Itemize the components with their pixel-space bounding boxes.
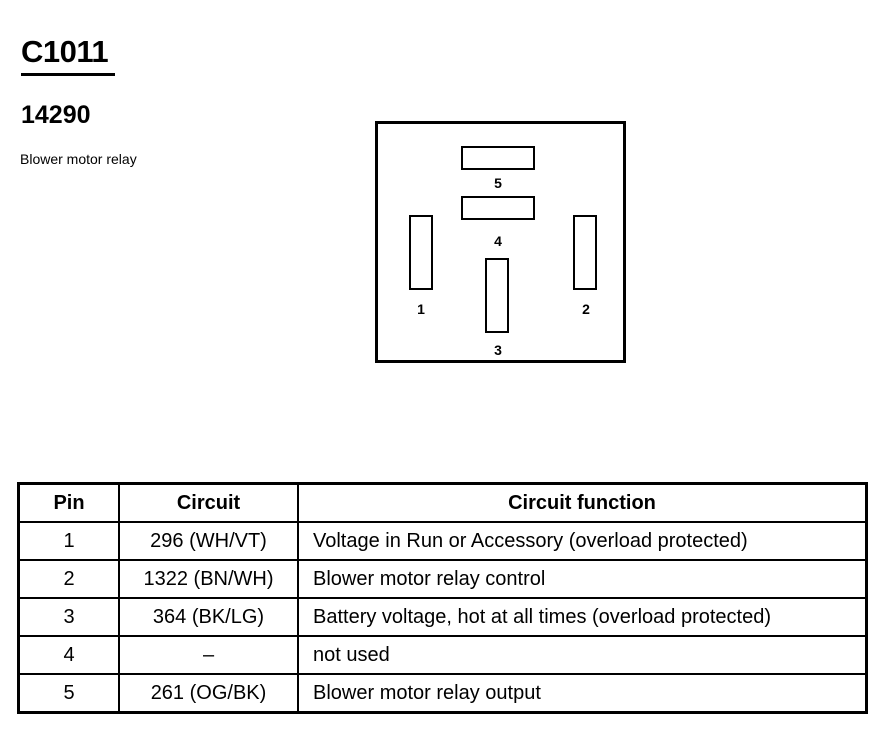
header-pin: Pin	[17, 482, 120, 523]
pin-3-terminal	[485, 258, 509, 333]
circuit-cell: –	[118, 635, 299, 675]
pin-cell: 2	[17, 559, 120, 599]
table-row: 4 – not used	[17, 635, 868, 675]
function-cell: Blower motor relay control	[297, 559, 868, 599]
pin-2-label: 2	[582, 301, 590, 317]
part-number: 14290	[21, 101, 91, 129]
pin-cell: 4	[17, 635, 120, 675]
pin-1-terminal	[409, 215, 433, 290]
table-row: 3 364 (BK/LG) Battery voltage, hot at al…	[17, 597, 868, 637]
connector-description: Blower motor relay	[20, 151, 137, 167]
circuit-cell: 261 (OG/BK)	[118, 673, 299, 714]
function-cell: not used	[297, 635, 868, 675]
function-cell: Voltage in Run or Accessory (overload pr…	[297, 521, 868, 561]
header-circuit: Circuit	[118, 482, 299, 523]
connector-face-diagram: 5 4 1 2 3	[375, 121, 626, 363]
pin-3-label: 3	[494, 342, 502, 358]
title-underline	[21, 73, 115, 76]
pin-cell: 1	[17, 521, 120, 561]
pin-2-terminal	[573, 215, 597, 290]
table-row: 2 1322 (BN/WH) Blower motor relay contro…	[17, 559, 868, 599]
table-row: 5 261 (OG/BK) Blower motor relay output	[17, 673, 868, 714]
connector-id: C1011	[21, 34, 109, 69]
function-cell: Blower motor relay output	[297, 673, 868, 714]
circuit-cell: 364 (BK/LG)	[118, 597, 299, 637]
pin-cell: 5	[17, 673, 120, 714]
circuit-cell: 1322 (BN/WH)	[118, 559, 299, 599]
pin-4-label: 4	[494, 233, 502, 249]
table-header-row: Pin Circuit Circuit function	[17, 482, 868, 523]
pin-5-label: 5	[494, 175, 502, 191]
circuit-cell: 296 (WH/VT)	[118, 521, 299, 561]
function-cell: Battery voltage, hot at all times (overl…	[297, 597, 868, 637]
header-circuit-function: Circuit function	[297, 482, 868, 523]
pinout-table: Pin Circuit Circuit function 1 296 (WH/V…	[17, 482, 868, 714]
pin-5-terminal	[461, 146, 535, 170]
pin-4-terminal	[461, 196, 535, 220]
pin-1-label: 1	[417, 301, 425, 317]
table-row: 1 296 (WH/VT) Voltage in Run or Accessor…	[17, 521, 868, 561]
pin-cell: 3	[17, 597, 120, 637]
